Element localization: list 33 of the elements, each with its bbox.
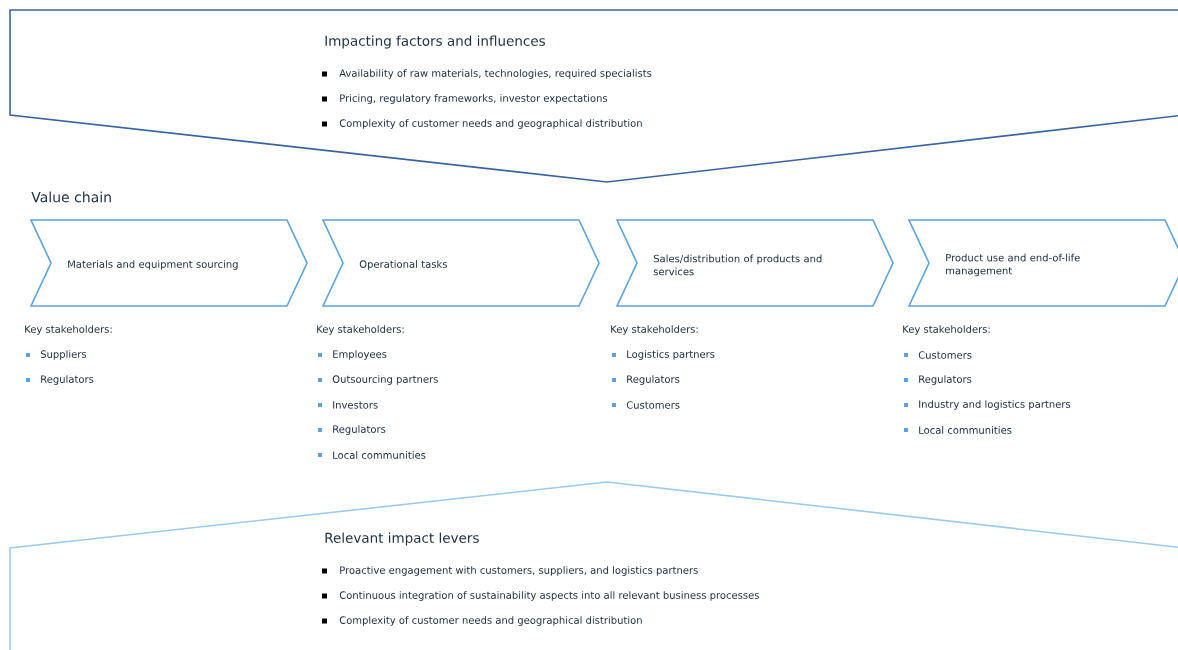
stakeholder-item: Suppliers bbox=[40, 350, 87, 360]
node-label: Availability of raw materials, technologies, required specialists bbox=[339, 69, 652, 79]
stakeholder-heading: Key stakeholders: bbox=[903, 325, 990, 335]
stakeholder-heading: Key stakeholders: bbox=[317, 325, 404, 335]
chevron-box: Operational tasks bbox=[321, 219, 600, 307]
factors-banner: Impacting factors and influences Availability of raw materials, technologies, required specialists Pricing, regulatory frameworks, investor expectations Complexity of customer needs and geographical distribution bbox=[9, 9, 1178, 183]
levers-banner: Relevant impact levers Proactive engagement with customers, suppliers, and logistics partners Continuous integration of sustainability aspects into all relevant business processes Complexity of customer needs and geographical distribution bbox=[9, 481, 1178, 650]
chevron-box: Product use and end-of-life management bbox=[907, 219, 1178, 307]
node-label: Impacting factors and influences bbox=[325, 35, 545, 49]
stakeholder-item: Regulators bbox=[41, 375, 94, 385]
node-label: Continuous integration of sustainability aspects into all relevant business processes bbox=[339, 591, 759, 601]
stakeholder-item: Investors bbox=[333, 401, 378, 409]
stakeholder-item: Outsourcing partners bbox=[332, 375, 438, 385]
stakeholder-item: Local communities bbox=[919, 426, 1012, 434]
node-label: Proactive engagement with customers, suppliers, and logistics partners bbox=[340, 566, 698, 576]
node-label: Complexity of customer needs and geographical distribution bbox=[339, 119, 642, 129]
stakeholder-item: Customers bbox=[918, 351, 972, 359]
node-label: Pricing, regulatory frameworks, investor expectations bbox=[340, 94, 608, 104]
stakeholder-heading: Key stakeholders: bbox=[611, 325, 698, 335]
chevron-box: Materials and equipment sourcing bbox=[29, 219, 308, 307]
chevron-box: Sales/distribution of products and services bbox=[615, 219, 894, 307]
stakeholder-item: Logistics partners bbox=[627, 350, 715, 360]
section-heading: Value chain bbox=[31, 191, 111, 203]
node-label: Relevant impact levers bbox=[325, 532, 479, 546]
stakeholder-item: Regulators bbox=[627, 375, 680, 385]
stakeholder-heading: Key stakeholders: bbox=[25, 325, 112, 335]
stakeholder-item: Industry and logistics partners bbox=[919, 400, 1071, 410]
stakeholder-item: Regulators bbox=[333, 425, 386, 435]
stakeholder-item: Local communities bbox=[333, 451, 426, 459]
node-label: Complexity of customer needs and geographical distribution bbox=[339, 616, 642, 626]
stakeholder-item: Customers bbox=[626, 401, 680, 409]
stakeholder-item: Employees bbox=[333, 350, 387, 360]
stakeholder-item: Regulators bbox=[919, 375, 972, 385]
